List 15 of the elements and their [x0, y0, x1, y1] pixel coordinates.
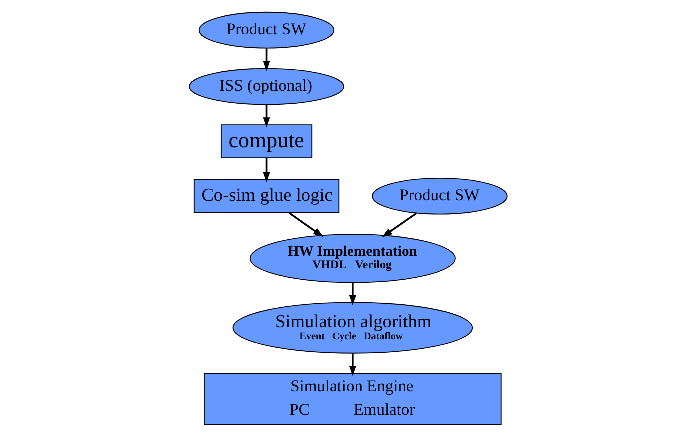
node-box: Simulation Engine PC Emulator: [204, 373, 502, 426]
node-ellipse: Simulation algorithm Event Cycle Dataflow: [232, 302, 473, 354]
arrow: [348, 282, 356, 306]
node-ellipse: Product SW: [372, 178, 508, 215]
node-ellipse: Product SW: [198, 12, 334, 49]
arrow: [262, 48, 270, 72]
node-box: Co-sim glue logic: [193, 179, 340, 214]
node-ellipse: ISS (optional): [188, 68, 344, 106]
node-box: compute: [220, 124, 312, 159]
arrow: [382, 212, 417, 238]
arrow: [288, 212, 324, 238]
node-ellipse: HW Implementation VHDL Verilog: [249, 234, 456, 284]
arrow: [348, 354, 356, 376]
arrow: [262, 158, 270, 183]
arrow: [262, 105, 270, 128]
